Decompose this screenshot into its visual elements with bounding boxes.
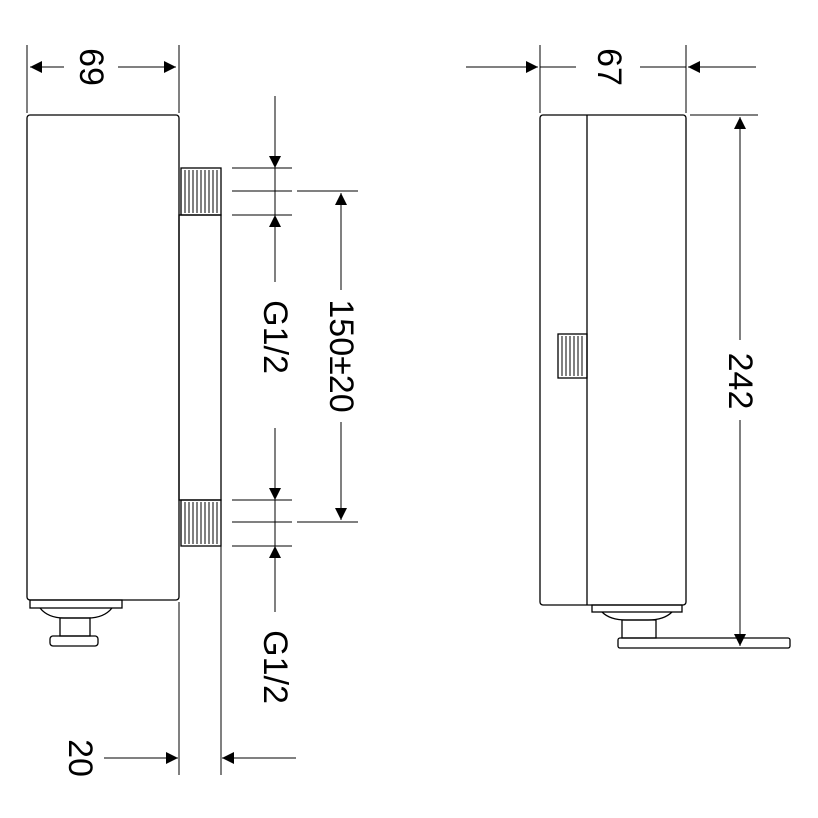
side-extension-lines <box>539 45 758 649</box>
front-extension-lines <box>26 45 358 775</box>
label-thread-top: G1/2 <box>256 300 294 374</box>
side-view <box>466 45 791 649</box>
side-bottom-fitting <box>591 604 791 649</box>
front-back-plate <box>178 214 222 501</box>
label-thread-bottom: G1/2 <box>256 630 294 704</box>
thread-bottom <box>180 499 222 547</box>
front-body <box>26 114 180 601</box>
side-handle <box>617 637 791 649</box>
front-view <box>26 45 358 775</box>
label-depth-67: 67 <box>590 48 628 86</box>
front-bottom-knob <box>29 599 123 647</box>
label-width-69: 69 <box>72 48 110 86</box>
side-thread <box>557 333 588 379</box>
label-spacing: 150±20 <box>322 299 360 412</box>
label-height-242: 242 <box>721 353 759 410</box>
thread-top <box>180 167 222 216</box>
label-offset-20: 20 <box>61 739 99 777</box>
